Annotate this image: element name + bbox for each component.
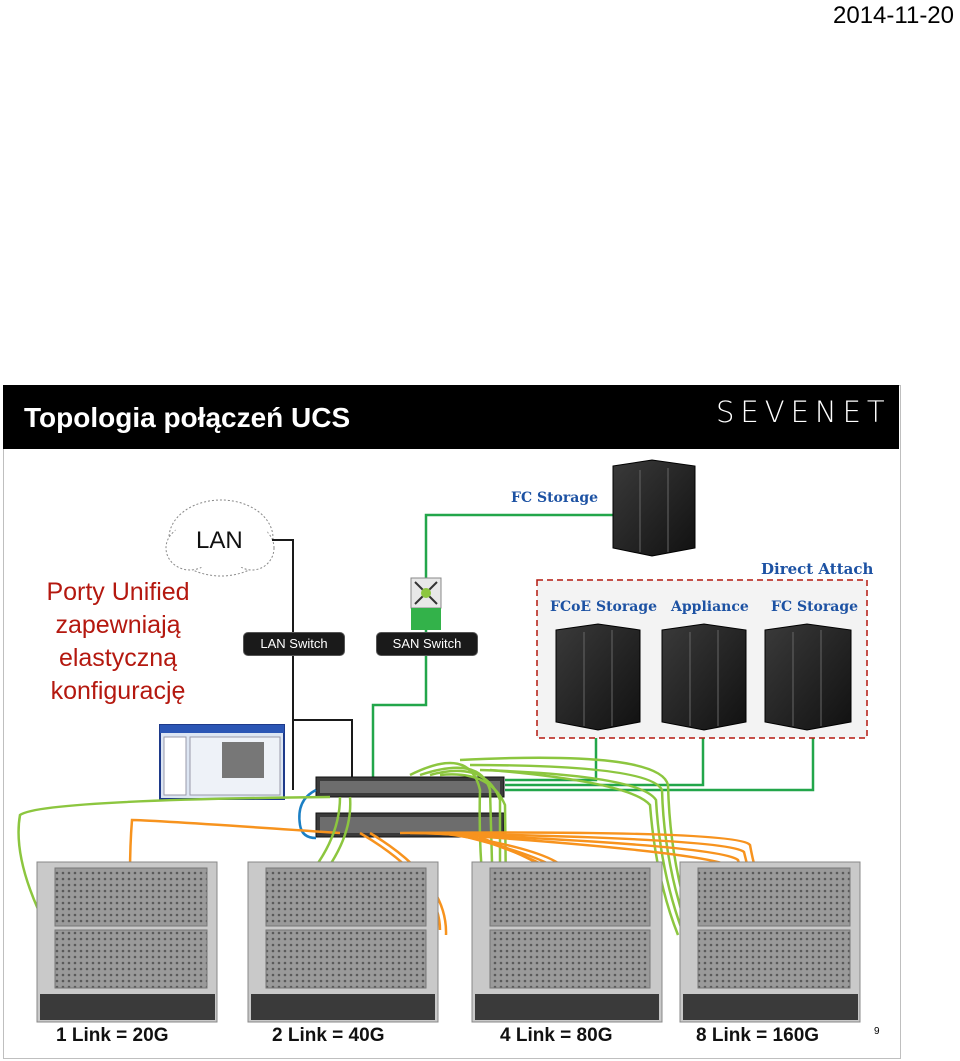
- lan-switch: LAN Switch: [243, 632, 345, 656]
- storage-cabinet-fcoe: [555, 623, 641, 731]
- link-label-8: 8 Link = 160G: [696, 1025, 820, 1046]
- blade-chassis-1: [36, 861, 218, 1023]
- sevenet-logo: SEVENET: [716, 395, 891, 429]
- storage-cabinet-fc-top: [612, 459, 696, 557]
- blade-chassis-3: [471, 861, 663, 1023]
- fabric-interconnect-a: [315, 776, 505, 798]
- blade-chassis-4: [679, 861, 861, 1023]
- side-text: Porty Unified zapewniają elastyczną konf…: [18, 576, 218, 708]
- lan-cloud: [165, 499, 275, 577]
- san-switch-icon: [410, 577, 442, 630]
- ucs-manager-screenshot: [159, 724, 285, 800]
- appliance-label: Appliance: [671, 599, 749, 615]
- san-uplink-line: [371, 660, 428, 790]
- side-text-line: elastyczną: [58, 644, 178, 672]
- fcoe-storage-label: FCoE Storage: [550, 599, 658, 615]
- side-text-line: zapewniają: [55, 611, 181, 639]
- link-label-2: 2 Link = 40G: [272, 1025, 385, 1046]
- lan-cloud-label: LAN: [196, 527, 243, 554]
- direct-attach-label: Direct Attach: [761, 560, 874, 578]
- appliance-line: [505, 725, 705, 787]
- fc-direct-line: [505, 725, 815, 792]
- blade-chassis-2: [247, 861, 439, 1023]
- side-text-line: konfigurację: [50, 677, 186, 705]
- link-label-4: 4 Link = 80G: [500, 1025, 613, 1046]
- link-label-1: 1 Link = 20G: [56, 1025, 169, 1046]
- fcoe-line: [505, 725, 598, 782]
- fc-storage-label-top: FC Storage: [511, 490, 599, 506]
- title-bar: [3, 385, 899, 449]
- san-switch: SAN Switch: [376, 632, 478, 656]
- storage-cabinet-fc-direct: [764, 623, 852, 731]
- page-number: 9: [874, 1026, 880, 1037]
- lan-uplink-line: [292, 658, 353, 790]
- fc-storage-label-direct: FC Storage: [771, 599, 859, 615]
- storage-cabinet-appliance: [661, 623, 747, 731]
- side-text-line: Porty Unified: [46, 578, 190, 606]
- slide-title: Topologia połączeń UCS: [24, 402, 351, 433]
- date-header: 2014-11-20: [833, 2, 954, 29]
